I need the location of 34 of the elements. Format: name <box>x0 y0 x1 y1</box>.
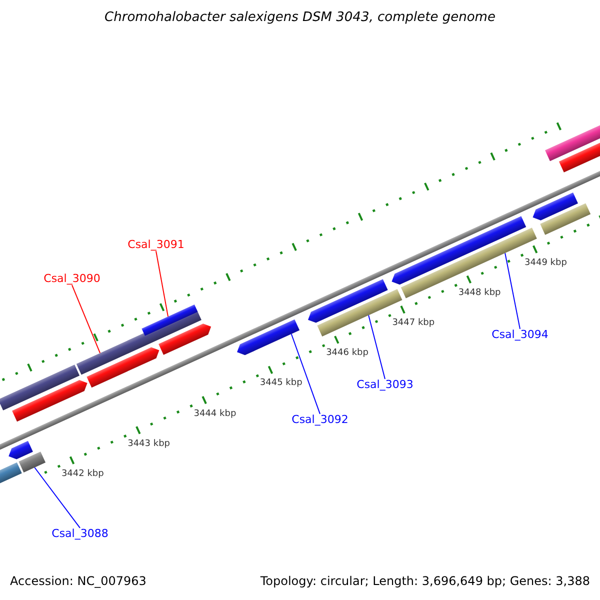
scale-label: 3443 kbp <box>128 440 170 450</box>
gene-bar <box>18 452 46 472</box>
gene-label: Csal_3093 <box>356 378 414 392</box>
leader-line <box>72 284 101 354</box>
scale-label: 3442 kbp <box>61 470 104 480</box>
gene-label: Csal_3092 <box>292 414 348 426</box>
gene-bar <box>532 192 578 220</box>
gene-label: Csal_3094 <box>492 328 548 342</box>
gene-bar <box>8 440 33 460</box>
title: Chromohalobacter salexigens DSM 3043, complete genome <box>104 10 496 26</box>
scale-label: 3444 kbp <box>194 410 236 420</box>
scale-label: 3448 kbp <box>458 289 501 299</box>
gene-bar <box>0 364 80 410</box>
leader-line <box>368 314 386 380</box>
scale-label: 3449 kbp <box>524 258 567 269</box>
leader-line <box>290 334 320 414</box>
gene-bar <box>392 216 526 285</box>
gene-bar <box>158 324 212 355</box>
gene-label: Csal_3091 <box>128 238 184 252</box>
gene-label: Csal_3088 <box>52 528 108 540</box>
leader-line <box>34 467 80 528</box>
scale-label: 3445 kbp <box>260 380 302 390</box>
gene-bar <box>540 203 591 235</box>
gene-bar <box>308 279 388 323</box>
footer-text: Accession: NC_007963 <box>10 574 146 588</box>
gene-bar <box>237 319 300 356</box>
scale-label: 3447 kbp <box>392 319 435 330</box>
gene-bar <box>12 380 88 422</box>
gene-bar <box>86 347 160 388</box>
leader-line <box>504 252 520 330</box>
scale-label: 3446 kbp <box>326 349 368 360</box>
gene-label: Csal_3090 <box>44 272 100 286</box>
gene-bar <box>142 304 198 336</box>
footer-text: Topology: circular; Length: 3,696,649 bp; Genes: 3,388 <box>260 574 590 588</box>
